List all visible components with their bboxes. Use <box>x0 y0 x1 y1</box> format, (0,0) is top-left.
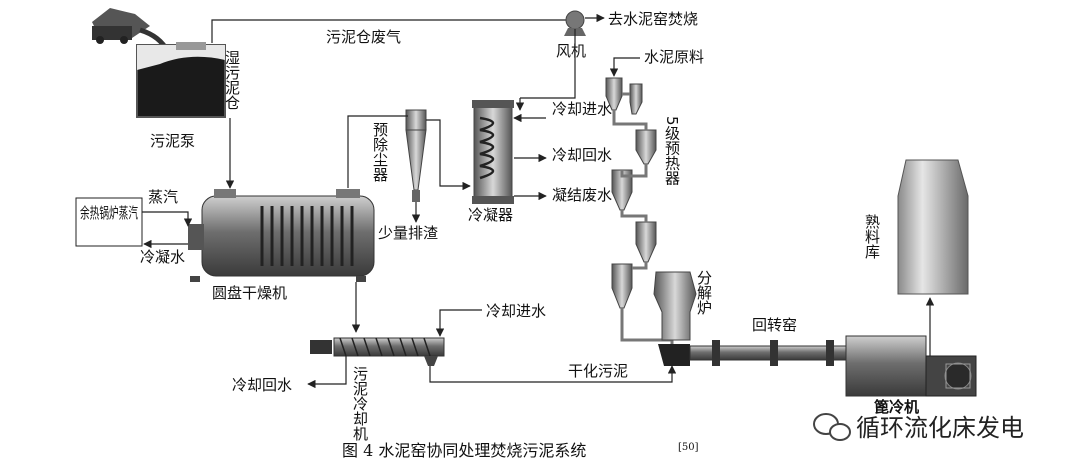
cooling-return-bottom-label: 冷却回水 <box>232 376 292 394</box>
sludge-pump-label: 污泥泵 <box>150 132 195 150</box>
figure-caption-ref: [50] <box>678 442 699 453</box>
bin-exhaust-label: 污泥仓废气 <box>326 28 401 46</box>
grate-cooler <box>845 335 977 397</box>
cooling-in-bottom-label: 冷却进水 <box>486 302 546 320</box>
disc-dryer <box>188 189 375 282</box>
wechat-icon <box>813 413 851 441</box>
cooling-return-top-label: 冷却回水 <box>552 146 612 164</box>
wet-sludge-bin <box>136 42 226 118</box>
rotary-kiln <box>658 340 851 366</box>
clinker-silo-label: 熟料库 <box>863 214 881 259</box>
cooling-in-top-label: 冷却进水 <box>552 100 612 118</box>
watermark-text: 循环流化床发电 <box>856 414 1024 442</box>
condenser-label: 冷凝器 <box>468 206 513 224</box>
calciner-label: 分解炉 <box>695 270 713 315</box>
small-slag-label: 少量排渣 <box>378 224 438 242</box>
preheater-tower <box>605 77 657 309</box>
calciner <box>653 271 697 341</box>
waste-heat-steam-label: 余热锅炉蒸汽 <box>80 204 138 222</box>
cyclone <box>405 109 427 202</box>
clinker-silo <box>897 159 969 295</box>
cyclone-label: 预除尘器 <box>371 122 389 182</box>
grate-cooler-label: 篦冷机 <box>874 398 919 416</box>
waste-heat-boiler-box <box>75 197 143 247</box>
preheater-label: 5级预热器 <box>663 116 681 186</box>
fan-label: 风机 <box>556 42 586 60</box>
condensed-water-label: 冷凝水 <box>140 248 185 266</box>
dried-sludge-label: 干化污泥 <box>568 362 628 380</box>
cement-raw-label: 水泥原料 <box>644 48 704 66</box>
condenser <box>472 100 514 204</box>
truck-icon <box>92 8 150 44</box>
to-kiln-label: 去水泥窑焚烧 <box>608 10 698 28</box>
sludge-cooler <box>310 337 445 366</box>
sludge-cooler-label: 污泥冷却机 <box>351 366 369 442</box>
rotary-kiln-label: 回转窑 <box>752 316 797 334</box>
disc-dryer-label: 圆盘干燥机 <box>212 284 287 302</box>
figure-caption: 图 4 水泥窑协同处理焚烧污泥系统 <box>342 441 586 460</box>
preheater-ducts <box>612 92 674 350</box>
wet-sludge-bin-label: 湿污泥仓 <box>223 50 241 110</box>
steam-label: 蒸汽 <box>148 188 178 206</box>
condensate-label: 凝结废水 <box>552 186 612 204</box>
